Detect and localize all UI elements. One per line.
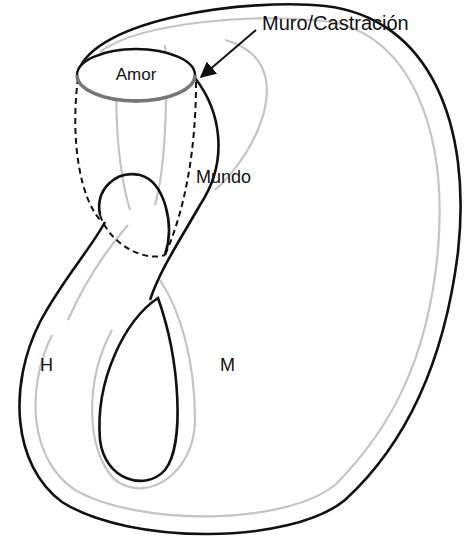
text-label: M	[220, 356, 235, 376]
ellipse-region: Amor	[75, 47, 197, 103]
region-label: Amor	[116, 65, 157, 85]
text-label: Muro/Castración	[262, 12, 409, 34]
text-label: H	[40, 356, 53, 376]
text-label: Mundo	[196, 168, 251, 188]
